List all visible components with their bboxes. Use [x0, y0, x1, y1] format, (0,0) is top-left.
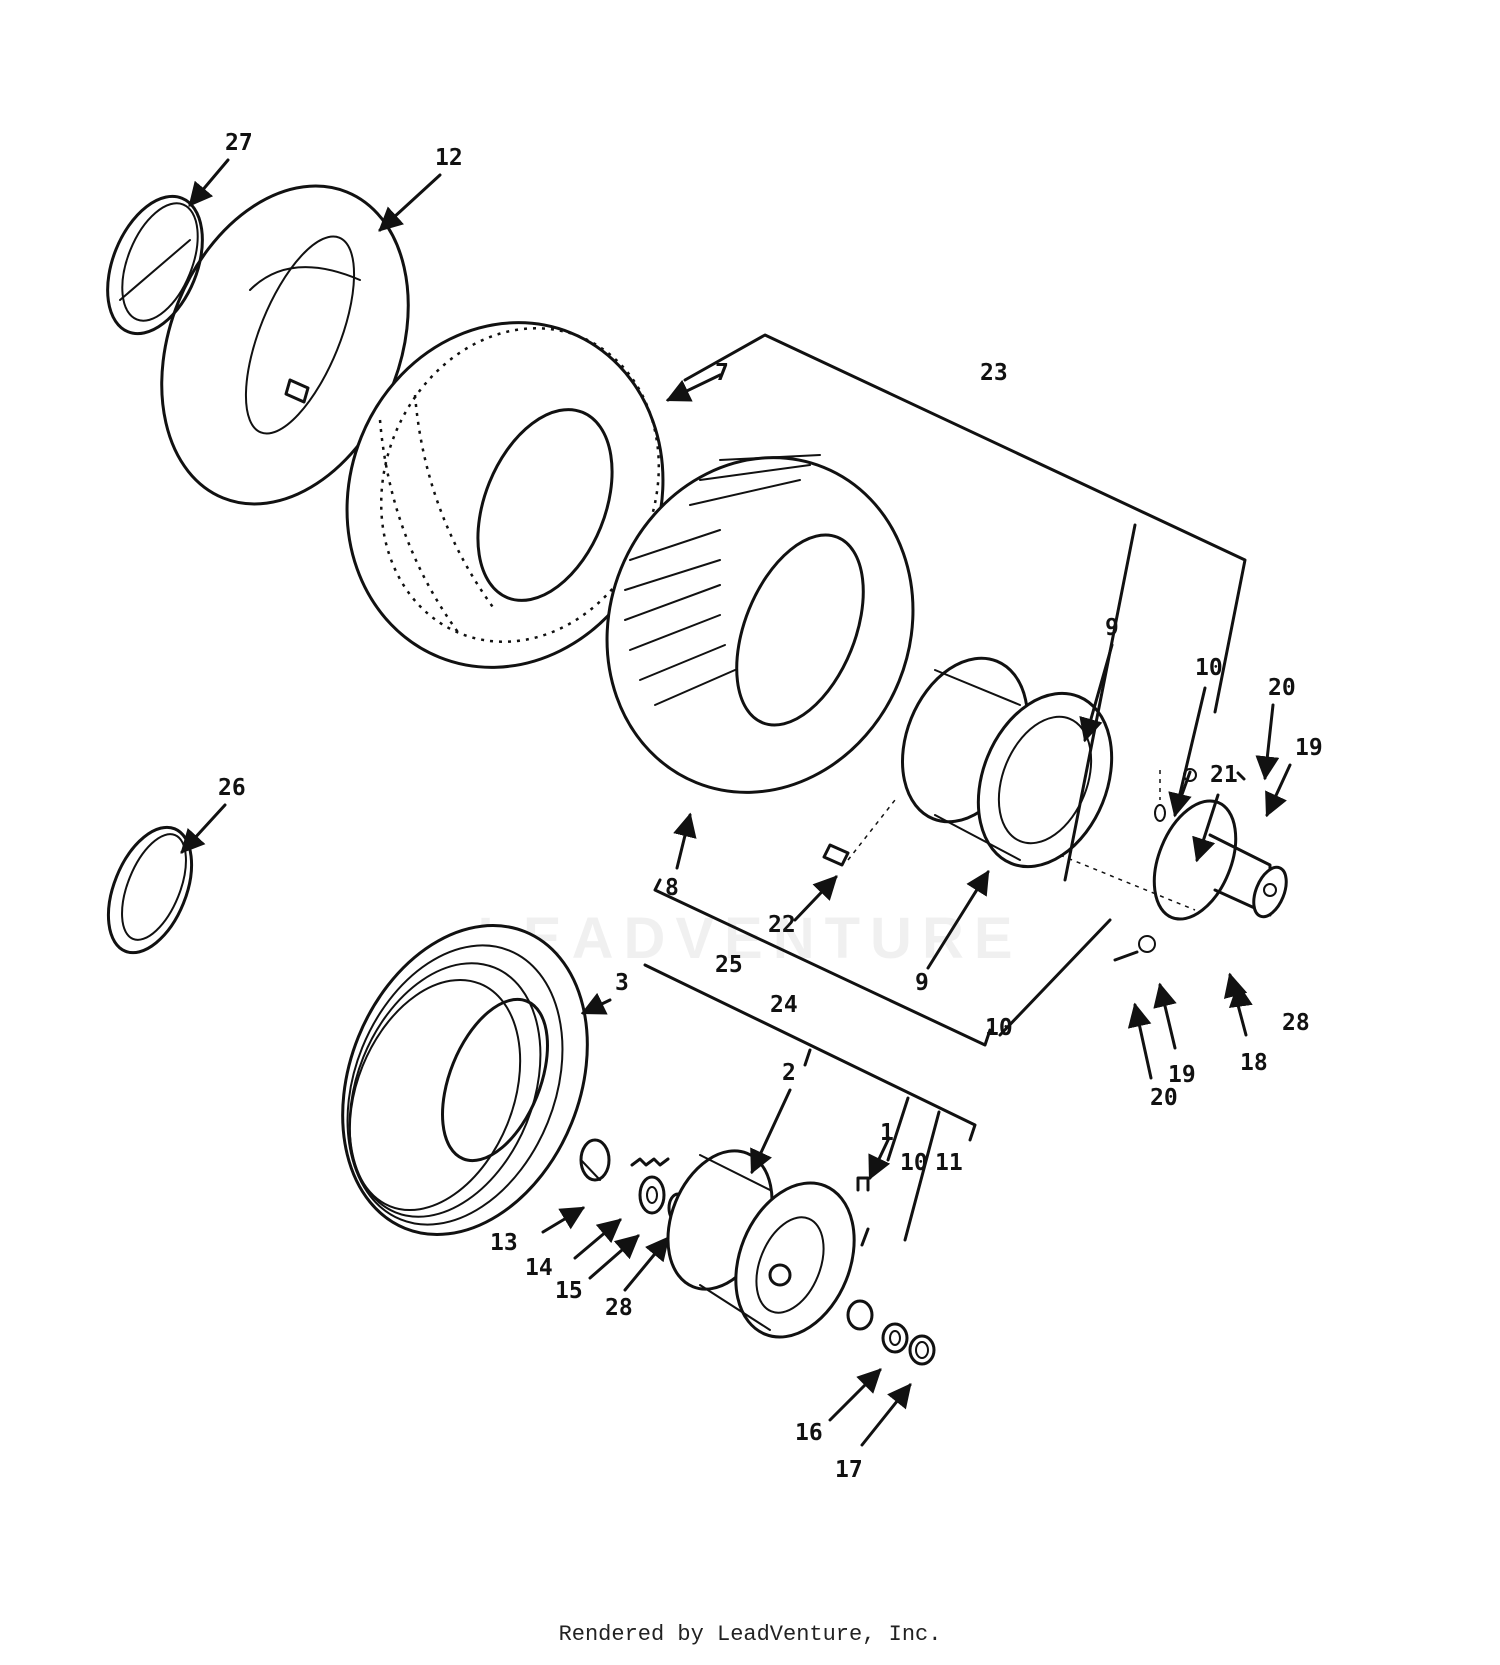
bushing-13 [579, 1138, 611, 1182]
callout-28-upper: 28 [1282, 1010, 1310, 1036]
callout-21: 21 [1210, 762, 1238, 788]
wheel-assembly-diagram: 27 12 7 23 9 10 20 19 21 26 8 22 24 9 10… [106, 130, 1323, 1483]
callout-10-upper: 10 [1195, 655, 1223, 681]
bracket-lines [643, 333, 1247, 1242]
callout-15: 15 [555, 1278, 583, 1304]
callout-labels: 27 12 7 23 9 10 20 19 21 26 8 22 24 9 10… [218, 130, 1323, 1483]
callout-13: 13 [490, 1230, 518, 1256]
callout-16: 16 [795, 1420, 823, 1446]
callout-18: 18 [1240, 1050, 1268, 1076]
bolt-10-lower [860, 1227, 870, 1247]
callout-23: 23 [980, 360, 1008, 386]
callout-20-upper: 20 [1268, 675, 1296, 701]
callout-25: 25 [715, 952, 743, 978]
rib-tire-3 [341, 924, 589, 1236]
callout-2: 2 [782, 1060, 796, 1086]
cap-17 [908, 1334, 936, 1366]
callout-9-lower: 9 [915, 970, 929, 996]
callout-19-upper: 19 [1295, 735, 1323, 761]
callout-22: 22 [768, 912, 796, 938]
footer-credit: Rendered by LeadVenture, Inc. [558, 1622, 942, 1647]
callout-7: 7 [715, 360, 729, 386]
nut-11 [846, 1299, 874, 1331]
spring-14 [630, 1157, 670, 1167]
watermark: LEADVENTURE [477, 906, 1023, 971]
callout-3: 3 [615, 970, 629, 996]
grease-fitting-1 [856, 1176, 870, 1192]
hub-18 [1059, 768, 1288, 962]
callout-24: 24 [770, 992, 798, 1018]
bead-ring-27 [106, 194, 204, 336]
callout-9-upper: 9 [1105, 615, 1119, 641]
callout-8: 8 [665, 875, 679, 901]
callout-10-lower: 10 [900, 1150, 928, 1176]
callout-14: 14 [525, 1255, 553, 1281]
rim-9-upper [901, 656, 1114, 869]
bead-ring-26 [106, 825, 194, 955]
rim-2-lower [666, 1149, 856, 1339]
callout-17: 17 [835, 1457, 863, 1483]
callout-11: 11 [935, 1150, 963, 1176]
leader-arrows [180, 158, 1292, 1447]
callout-28-lower: 28 [605, 1295, 633, 1321]
callout-27: 27 [225, 130, 253, 156]
washer-16 [881, 1322, 909, 1354]
valve-stem-22 [822, 799, 896, 867]
callout-26: 26 [218, 775, 246, 801]
callout-10-middle: 10 [985, 1015, 1013, 1041]
callout-1: 1 [880, 1120, 894, 1146]
callout-12: 12 [435, 145, 463, 171]
callout-20-lower: 20 [1150, 1085, 1178, 1111]
lug-tire-8 [605, 454, 915, 794]
callout-19-lower: 19 [1168, 1062, 1196, 1088]
washer-15 [638, 1175, 666, 1215]
